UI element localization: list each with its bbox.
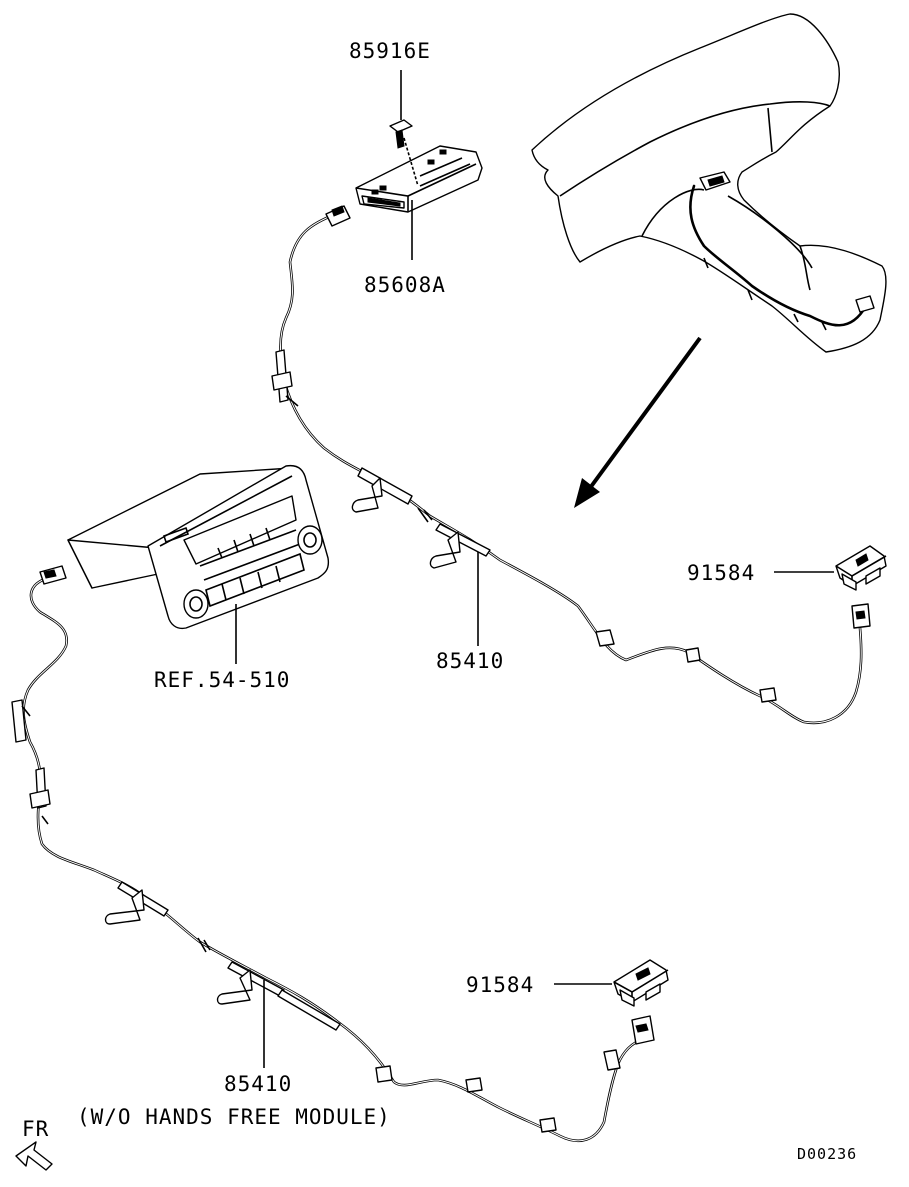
label-bolt: 85916E [349,39,431,63]
label-switch-lower: 91584 [466,973,534,997]
lower-wire-harness [11,565,655,1143]
label-front-marker: FR [22,1117,49,1141]
label-harness-lower: 85410 [224,1072,292,1096]
bolt-fastener [389,70,419,187]
radio-head-unit [67,464,330,630]
upper-wire-harness [271,205,871,725]
upper-switch [835,545,887,591]
label-harness-upper: 85410 [436,649,504,673]
lower-switch [613,959,669,1007]
hands-free-module [355,145,483,213]
dashboard-locator-view [531,13,887,353]
label-radio-ref: REF.54-510 [154,668,290,692]
label-switch-upper: 91584 [687,561,755,585]
label-diagram-code: D00236 [797,1145,857,1163]
label-module: 85608A [364,273,446,297]
view-direction-arrow [574,336,702,508]
label-harness-lower-note: (W/O HANDS FREE MODULE) [77,1105,391,1129]
front-direction-arrow-icon [15,1141,53,1171]
